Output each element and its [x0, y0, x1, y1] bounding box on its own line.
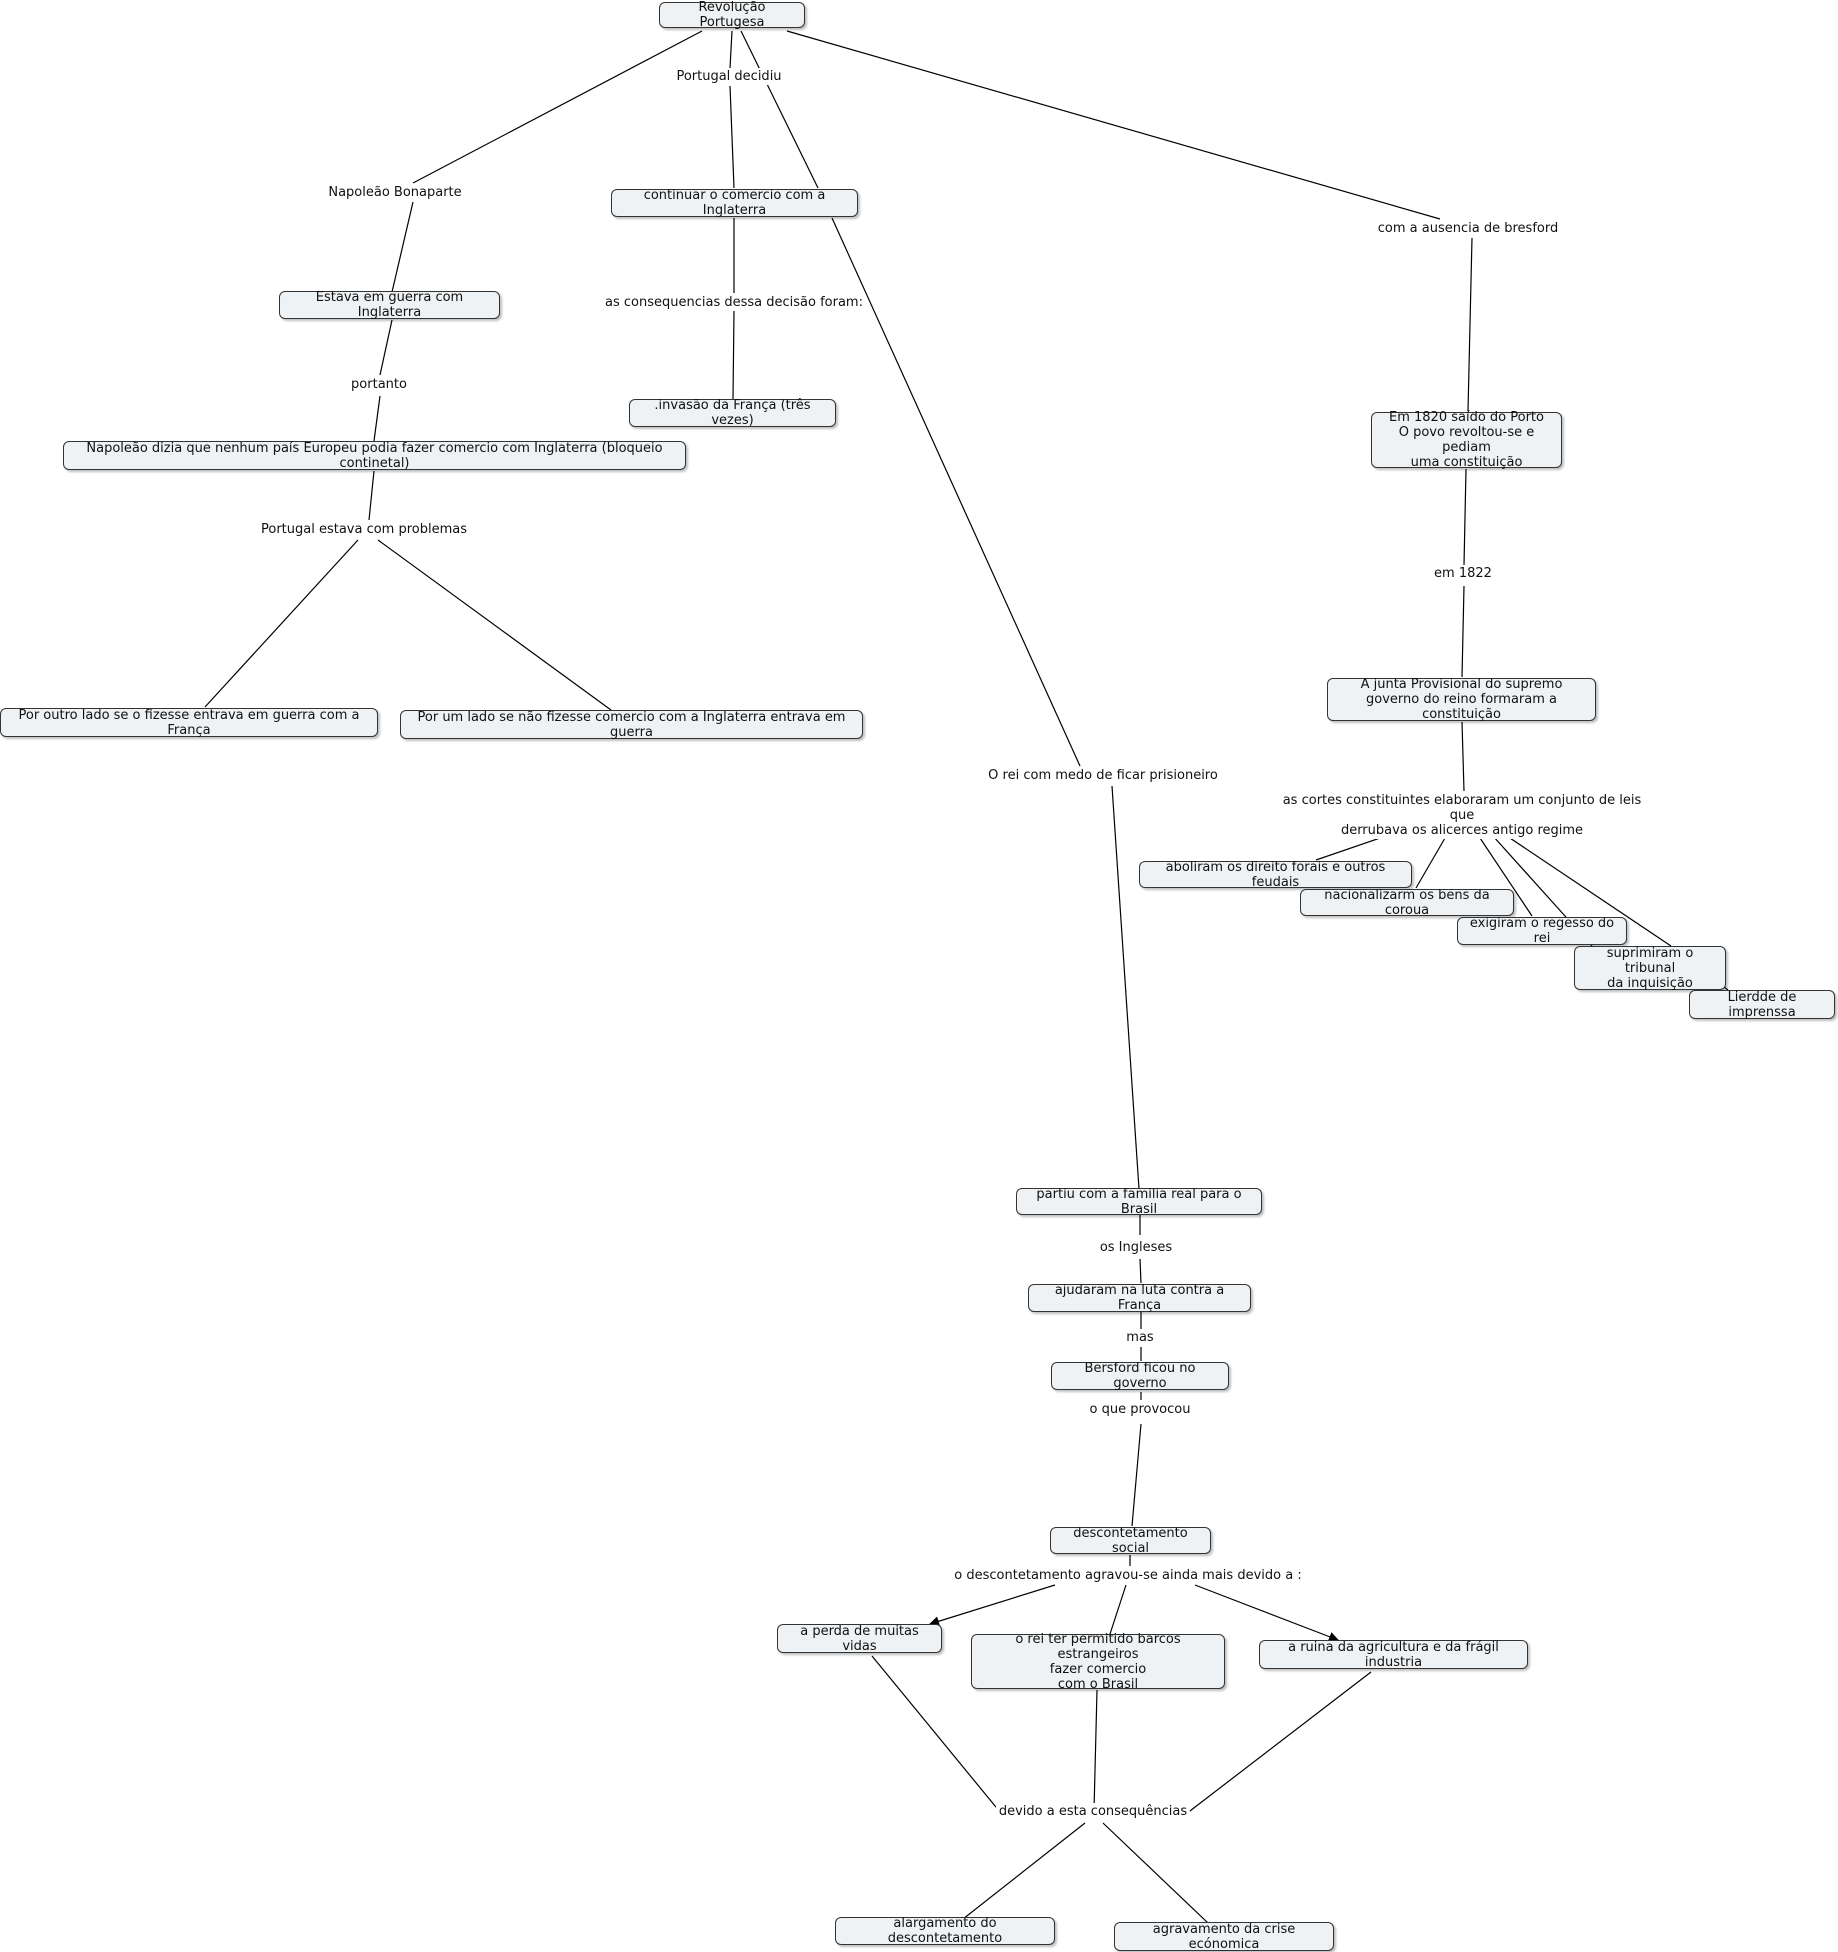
node-invasao-franca[interactable]: .invasão da França (três vezes): [629, 398, 836, 428]
label-portugal-decidiu: Portugal decidiu: [673, 68, 785, 85]
label-consequencias: as consequencias dessa decisão foram:: [602, 294, 866, 311]
node-ruina-agricultura[interactable]: a ruina da agricultura e da frágil indus…: [1259, 1640, 1528, 1670]
node-nacionalizarm[interactable]: nacionalizarm os bens da coroua: [1300, 888, 1514, 918]
label-napoleao-bonaparte: Napoleão Bonaparte: [325, 184, 465, 201]
node-junta-provisional[interactable]: A junta Provisional do supremo governo d…: [1327, 677, 1596, 722]
label-mas: mas: [1123, 1329, 1157, 1346]
node-por-um-lado[interactable]: Por um lado se não fizesse comercio com …: [400, 710, 863, 740]
label-devido-consequencias: devido a esta consequências: [995, 1803, 1191, 1820]
label-portanto: portanto: [348, 376, 410, 393]
node-alargamento[interactable]: alargamento do descontetamento: [835, 1916, 1055, 1946]
node-bersford[interactable]: Bersford ficou no governo: [1051, 1361, 1229, 1391]
label-o-que-provocou: o que provocou: [1086, 1401, 1194, 1418]
node-suprimiram[interactable]: suprimiram o tribunal da inquisição: [1574, 946, 1726, 991]
node-em-1820[interactable]: Em 1820 saído do Porto O povo revoltou-s…: [1371, 410, 1562, 470]
node-revolucao-portugesa[interactable]: Revolução Portugesa: [659, 0, 805, 30]
label-descontetamento-agravou: o descontetamento agravou-se ainda mais …: [951, 1567, 1305, 1584]
label-portugal-problemas: Portugal estava com problemas: [257, 521, 471, 538]
node-lierdde[interactable]: Lierdde de imprenssa: [1689, 990, 1835, 1020]
label-cortes-constituintes: as cortes constituintes elaboraram um co…: [1274, 792, 1650, 839]
node-estava-guerra[interactable]: Estava em guerra com Inglaterra: [279, 290, 500, 320]
label-em-1822: em 1822: [1431, 565, 1495, 582]
node-ajudaram[interactable]: ajudaram na luta contra a França: [1028, 1283, 1251, 1313]
node-partiu-brasil[interactable]: partiu com a familia real para o Brasil: [1016, 1187, 1262, 1217]
node-exigiram[interactable]: exigiram o regesso do rei: [1457, 916, 1627, 946]
label-rei-medo: O rei com medo de ficar prisioneiro: [985, 767, 1221, 784]
node-por-outro-lado[interactable]: Por outro lado se o fizesse entrava em g…: [0, 708, 378, 738]
label-os-ingleses: os Ingleses: [1096, 1239, 1176, 1256]
node-perda-vidas[interactable]: a perda de muitas vidas: [777, 1624, 942, 1654]
node-agravamento[interactable]: agravamento da crise ecónomica: [1114, 1922, 1334, 1952]
node-descontetamento-social[interactable]: descontetamento social: [1050, 1526, 1211, 1556]
node-rei-barcos[interactable]: o rei ter permitido barcos estrangeiros …: [971, 1632, 1225, 1692]
node-aboliram[interactable]: aboliram os direito forais e outros feud…: [1139, 860, 1412, 890]
node-bloqueio-continental[interactable]: Napoleão dizia que nenhum país Europeu p…: [63, 441, 686, 471]
label-ausencia-bresford: com a ausencia de bresford: [1374, 220, 1562, 237]
node-continuar-comercio[interactable]: continuar o comercio com a Inglaterra: [611, 188, 858, 218]
